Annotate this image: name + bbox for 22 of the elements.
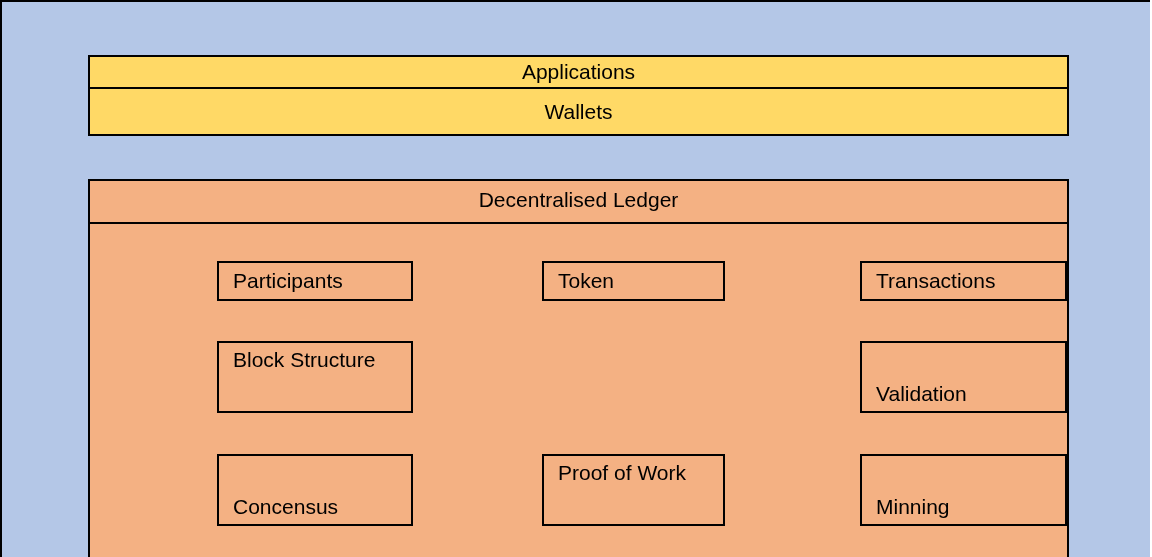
component-label: Participants [233, 268, 344, 294]
component-box [860, 261, 1067, 301]
component-box [542, 454, 725, 526]
component-box [542, 261, 725, 301]
component-label: Transactions [876, 268, 997, 294]
layer-band [88, 55, 1069, 89]
component-box [860, 454, 1067, 526]
component-box [217, 261, 413, 301]
layer-band [88, 89, 1069, 136]
component-label: Validation [876, 381, 968, 407]
panel-heading: Decentralised Ledger [477, 187, 680, 213]
component-label: Proof of Work [558, 460, 687, 486]
component-box [860, 341, 1067, 413]
ledger-panel [88, 179, 1069, 557]
component-label: Token [558, 268, 616, 294]
component-label: Block Structure [233, 347, 377, 373]
component-box [217, 341, 413, 413]
component-box [217, 454, 413, 526]
component-label: Concensus [233, 494, 340, 520]
layer-label: Wallets [543, 98, 614, 125]
layer-label: Applications [520, 59, 637, 86]
component-label: Minning [876, 494, 951, 520]
